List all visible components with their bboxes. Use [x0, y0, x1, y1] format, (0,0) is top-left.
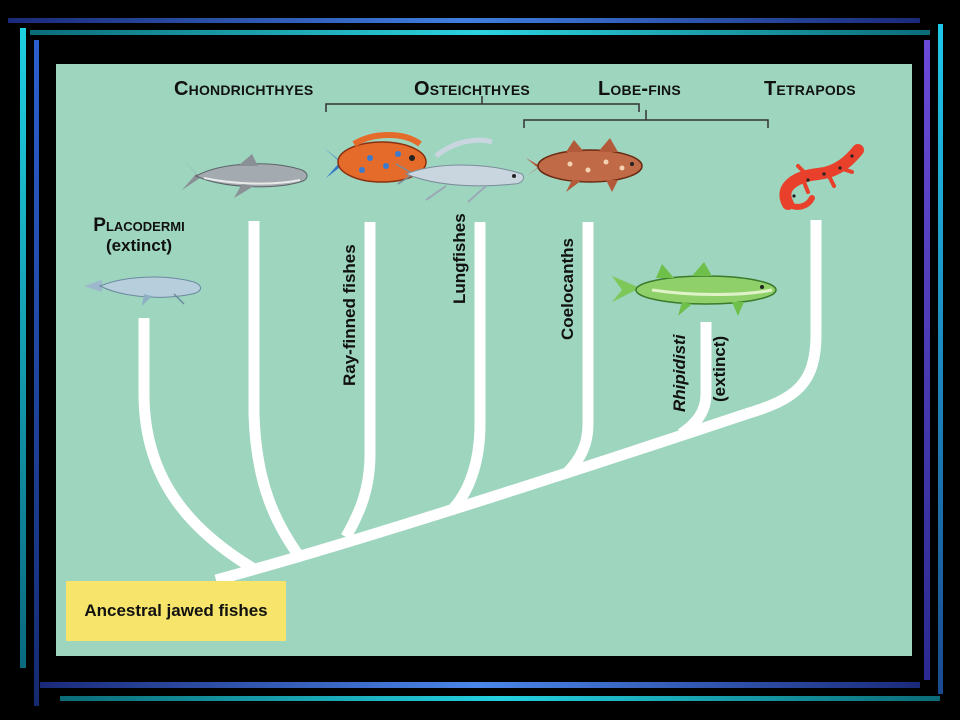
label-ray-finned-fishes: Ray-finned fishes — [340, 244, 359, 386]
lobe-fins-bracket — [523, 110, 769, 128]
salamander-icon — [779, 144, 864, 210]
frame-bottom-cyan — [60, 696, 940, 701]
trunk-branch — [214, 408, 748, 586]
lungfish-icon — [395, 137, 525, 203]
label-rhipidisti-extinct: (extinct) — [710, 335, 729, 402]
frame-right-blue — [924, 40, 930, 680]
shark-icon — [182, 154, 308, 198]
frame-right-cyan — [938, 24, 943, 694]
placodermi-label: Placodermi (extinct) — [74, 216, 204, 256]
label-lungfishes: Lungfishes — [450, 213, 469, 304]
branch-rhipidisti — [677, 322, 712, 439]
branch-lungfishes — [446, 222, 486, 515]
frame-left-blue — [34, 40, 39, 706]
branch-coelocanths — [562, 222, 594, 478]
label-rhipidisti: Rhipidisti — [670, 334, 689, 412]
placoderm-fish-icon — [84, 276, 201, 306]
osteichthyes-bracket — [325, 96, 640, 112]
diagram-panel: Chondrichthyes Osteichthyes Lobe-fins Te… — [56, 64, 912, 656]
rhipidistian-fish-icon — [612, 262, 777, 316]
frame-left-cyan — [20, 28, 26, 668]
branch-placodermi — [138, 318, 257, 574]
coelacanth-icon — [526, 138, 643, 192]
header-chondrichthyes: Chondrichthyes — [174, 78, 314, 100]
frame-top-blue — [8, 18, 920, 23]
header-lobe-fins: Lobe-fins — [598, 78, 681, 100]
placodermi-note: (extinct) — [105, 236, 173, 255]
phylogeny-tree — [84, 96, 864, 586]
header-tetrapods: Tetrapods — [764, 78, 856, 100]
placodermi-name: Placodermi — [93, 215, 185, 236]
ancestral-jawed-fishes-box: Ancestral jawed fishes — [66, 581, 286, 641]
frame-top-cyan — [30, 30, 930, 35]
ray-finned-fish-icon — [324, 132, 427, 183]
header-osteichthyes: Osteichthyes — [414, 78, 530, 100]
branch-chondrichthyes — [248, 221, 304, 560]
branch-ray-finned — [341, 222, 376, 540]
frame-bottom-blue — [40, 682, 920, 688]
label-coelocanths: Coelocanths — [558, 237, 577, 340]
branch-tetrapods — [744, 220, 822, 420]
